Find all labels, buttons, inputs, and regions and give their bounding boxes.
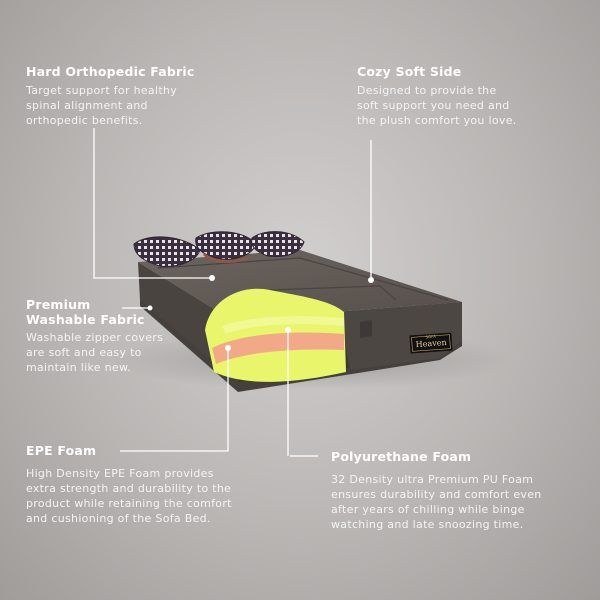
description-line: soft support you need and <box>357 99 510 112</box>
description-line: 32 Density ultra Premium PU Foam <box>331 473 534 486</box>
callout-title: Hard Orthopedic Fabric <box>26 64 195 79</box>
description-line: spinal alignment and <box>26 99 148 112</box>
callout-epe-foam: EPE Foam High Density EPE Foam provides … <box>26 443 286 526</box>
description-line: Target support for healthy <box>26 84 178 97</box>
description-line: orthopedic benefits. <box>26 114 143 127</box>
callout-description: Washable zipper covers are soft and easy… <box>26 330 226 375</box>
callout-cozy-soft-side: Cozy Soft Side Designed to provide the s… <box>357 64 577 128</box>
callout-hard-orthopedic: Hard Orthopedic Fabric Target support fo… <box>26 64 246 128</box>
callout-title: Cozy Soft Side <box>357 64 462 79</box>
description-line: Washable zipper covers <box>26 331 164 344</box>
description-line: watching and late snoozing time. <box>331 518 524 531</box>
foam-cutaway <box>205 288 346 382</box>
title-line: Washable Fabric <box>26 312 145 327</box>
callout-title: Premium Washable Fabric <box>26 297 226 327</box>
callout-description: High Density EPE Foam provides extra str… <box>26 466 286 526</box>
callout-title: Polyurethane Foam <box>331 449 472 464</box>
pillows <box>133 231 305 267</box>
callout-description: Designed to provide the soft support you… <box>357 83 577 128</box>
description-line: Designed to provide the <box>357 84 497 97</box>
title-line: Premium <box>26 297 91 312</box>
description-line: maintain like new. <box>26 361 132 374</box>
description-line: ensures durability and comfort even <box>331 488 542 501</box>
description-line: High Density EPE Foam provides <box>26 467 214 480</box>
callout-title: EPE Foam <box>26 443 97 458</box>
brand-tag <box>409 332 453 354</box>
description-line: the plush comfort you love. <box>357 114 517 127</box>
description-line: product while retaining the comfort <box>26 497 232 510</box>
description-line: after years of chilling while binge <box>331 503 525 516</box>
callout-description: Target support for healthy spinal alignm… <box>26 83 246 128</box>
description-line: are soft and easy to <box>26 346 142 359</box>
description-line: and cushioning of the Sofa Bed. <box>26 512 211 525</box>
mattress-top <box>138 250 462 320</box>
description-line: extra strength and durability to the <box>26 482 232 495</box>
callout-premium-washable: Premium Washable Fabric Washable zipper … <box>26 297 226 375</box>
callout-description: 32 Density ultra Premium PU Foam ensures… <box>331 472 591 532</box>
callout-polyurethane-foam: Polyurethane Foam 32 Density ultra Premi… <box>331 449 591 532</box>
